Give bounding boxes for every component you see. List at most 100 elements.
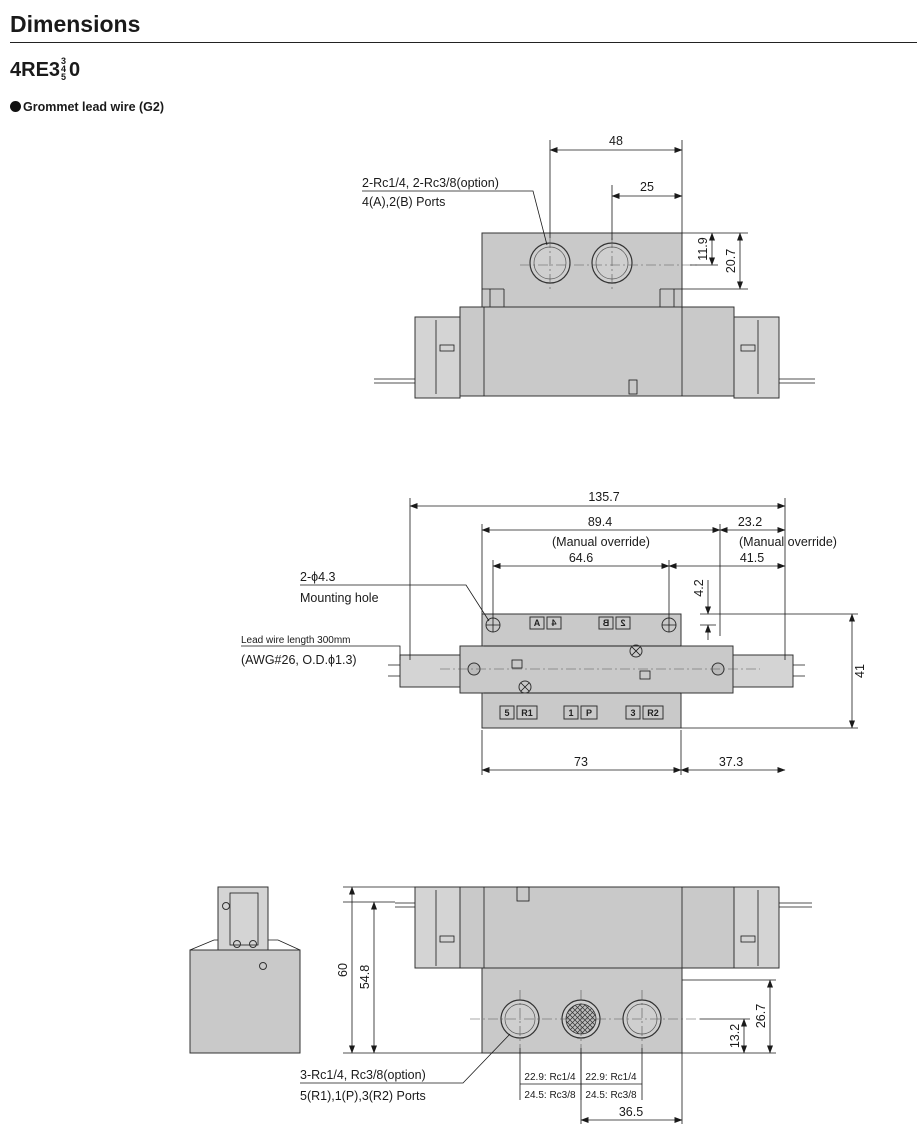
port-mark-p: P <box>586 708 592 718</box>
plan-view: A 4 B 2 5 R1 1 P 3 R2 <box>241 490 867 775</box>
pitch-label-4: 24.5: Rc3/8 <box>585 1090 637 1101</box>
model-stack-3: 5 <box>61 72 67 82</box>
front-valve-body <box>459 886 735 969</box>
manual-override-note-2: (Manual override) <box>739 535 837 549</box>
dim-37-3: 37.3 <box>719 755 743 769</box>
pitch-label-2: 24.5: Rc3/8 <box>524 1090 576 1101</box>
port-mark-1: 1 <box>568 708 573 718</box>
plan-valve-body <box>459 645 734 694</box>
top-port-note-1: 2-Rc1/4, 2-Rc3/8(option) <box>362 176 499 190</box>
front-lead-wires <box>395 902 812 908</box>
top-center-lines <box>520 238 700 292</box>
top-ext-lines <box>549 140 683 240</box>
top-view: 48 25 11.9 20.7 2-Rc1/4, 2-Rc3/8(option)… <box>362 134 815 399</box>
mount-note-2: Mounting hole <box>300 591 379 605</box>
model-prefix: 4RE3 <box>10 59 61 81</box>
top-block-feet <box>482 288 682 307</box>
top-lead-wires <box>374 378 815 384</box>
port-marks-top: A 4 B 2 <box>529 616 631 630</box>
dim-36-5-ext <box>580 1053 683 1124</box>
dim-60: 60 <box>336 963 350 977</box>
manual-override-1-mark <box>631 646 641 656</box>
side-screw-2 <box>233 940 241 948</box>
front-slot <box>516 886 530 902</box>
port-mark-4: 4 <box>551 618 556 628</box>
dim-13-2: 13.2 <box>728 1024 742 1048</box>
section-title: Dimensions <box>10 11 141 37</box>
top-right-ext <box>682 232 748 290</box>
dim-25: 25 <box>640 180 654 194</box>
plan-indicator-right <box>639 670 651 680</box>
front-label-right <box>740 935 756 943</box>
front-label-left <box>439 935 455 943</box>
dim-4-2: 4.2 <box>692 579 706 596</box>
plan-lead-wires <box>388 664 805 677</box>
model-stack-1: 3 <box>61 56 67 66</box>
lead-note-2: (AWG#26, O.D.ϕ1.3) <box>241 653 357 667</box>
front-center-lines <box>470 990 700 1048</box>
port-mark-a: A <box>533 618 540 628</box>
plan-solenoid-right <box>732 654 794 688</box>
plan-body-seams <box>484 645 681 694</box>
front-port-leader <box>300 1033 511 1084</box>
dim-11-9: 11.9 <box>696 237 710 260</box>
dim-73: 73 <box>574 755 588 769</box>
plan-ext-lines <box>409 498 786 775</box>
dim-89-4: 89.4 <box>588 515 612 529</box>
top-solenoid-right <box>733 316 780 399</box>
top-label-left <box>439 344 455 352</box>
top-body-seams <box>435 307 759 396</box>
dim-64-6: 64.6 <box>569 551 593 565</box>
side-screw-1 <box>222 902 230 910</box>
dim-20-7: 20.7 <box>724 249 738 273</box>
front-port-note-1: 3-Rc1/4, Rc3/8(option) <box>300 1068 426 1082</box>
side-screw-3 <box>249 940 257 948</box>
section-header: Dimensions <box>10 10 917 43</box>
port-mark-5: 5 <box>504 708 509 718</box>
dim-54-8: 54.8 <box>358 965 372 989</box>
dim-48: 48 <box>609 134 623 148</box>
manual-override-2-mark <box>520 682 530 692</box>
dim-41-5: 41.5 <box>740 551 764 565</box>
dim-36-5: 36.5 <box>619 1105 643 1119</box>
side-view-plate <box>229 892 259 946</box>
pitch-label-3: 22.9: Rc1/4 <box>585 1072 637 1083</box>
plan-solenoid-left <box>399 654 461 688</box>
wiring-subtitle-text: Grommet lead wire (G2) <box>23 100 165 114</box>
mount-hole-crosses <box>486 618 676 632</box>
plan-indicator-left <box>511 659 523 669</box>
port-mark-r1: R1 <box>521 708 533 718</box>
front-port-note-2: 5(R1),1(P),3(R2) Ports <box>300 1089 426 1103</box>
top-label-right <box>740 344 756 352</box>
side-view-base <box>189 949 301 1054</box>
top-solenoid-left <box>414 316 461 399</box>
manual-override-1 <box>629 644 643 658</box>
port-mark-2: 2 <box>620 618 625 628</box>
lead-wire-leader <box>241 645 401 660</box>
top-valve-body <box>459 306 735 397</box>
manual-override-note-1: (Manual override) <box>552 535 650 549</box>
mount-note-1: 2-ϕ4.3 <box>300 570 336 584</box>
side-screw-4 <box>259 962 267 970</box>
front-view: 60 54.8 13.2 26.7 22.9: Rc1/4 24.5: Rc3/… <box>189 886 812 1124</box>
front-body-seams <box>435 887 759 968</box>
top-port-note-2: 4(A),2(B) Ports <box>362 195 445 209</box>
dim-41: 41 <box>853 664 867 678</box>
top-port-leader <box>362 190 548 246</box>
pitch-label-1: 22.9: Rc1/4 <box>524 1072 576 1083</box>
dim-26-7: 26.7 <box>754 1004 768 1028</box>
wiring-subtitle: Grommet lead wire (G2) <box>10 100 164 114</box>
port-mark-3: 3 <box>630 708 635 718</box>
dim-135-7: 135.7 <box>588 490 619 504</box>
port-mark-b: B <box>602 618 609 628</box>
port-marks-bottom: 5 R1 1 P 3 R2 <box>499 705 664 720</box>
side-view-head <box>217 886 269 951</box>
model-suffix: 0 <box>69 59 81 81</box>
front-solenoid-right <box>733 886 780 969</box>
lead-note-1: Lead wire length 300mm <box>241 635 351 646</box>
top-port-block <box>481 232 683 308</box>
bullet-icon <box>10 101 21 112</box>
